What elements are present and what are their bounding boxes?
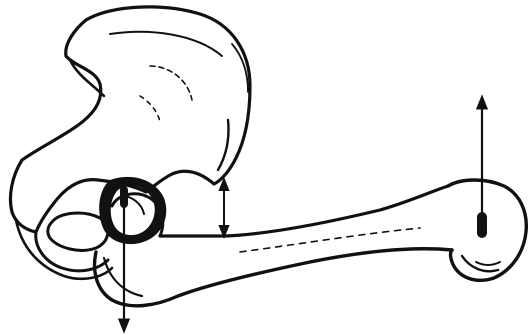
force-arrows [120,102,482,326]
femoral-head-marker [120,186,128,208]
pelvis-bone [10,7,250,279]
condyle-attachment-marker [477,212,487,238]
